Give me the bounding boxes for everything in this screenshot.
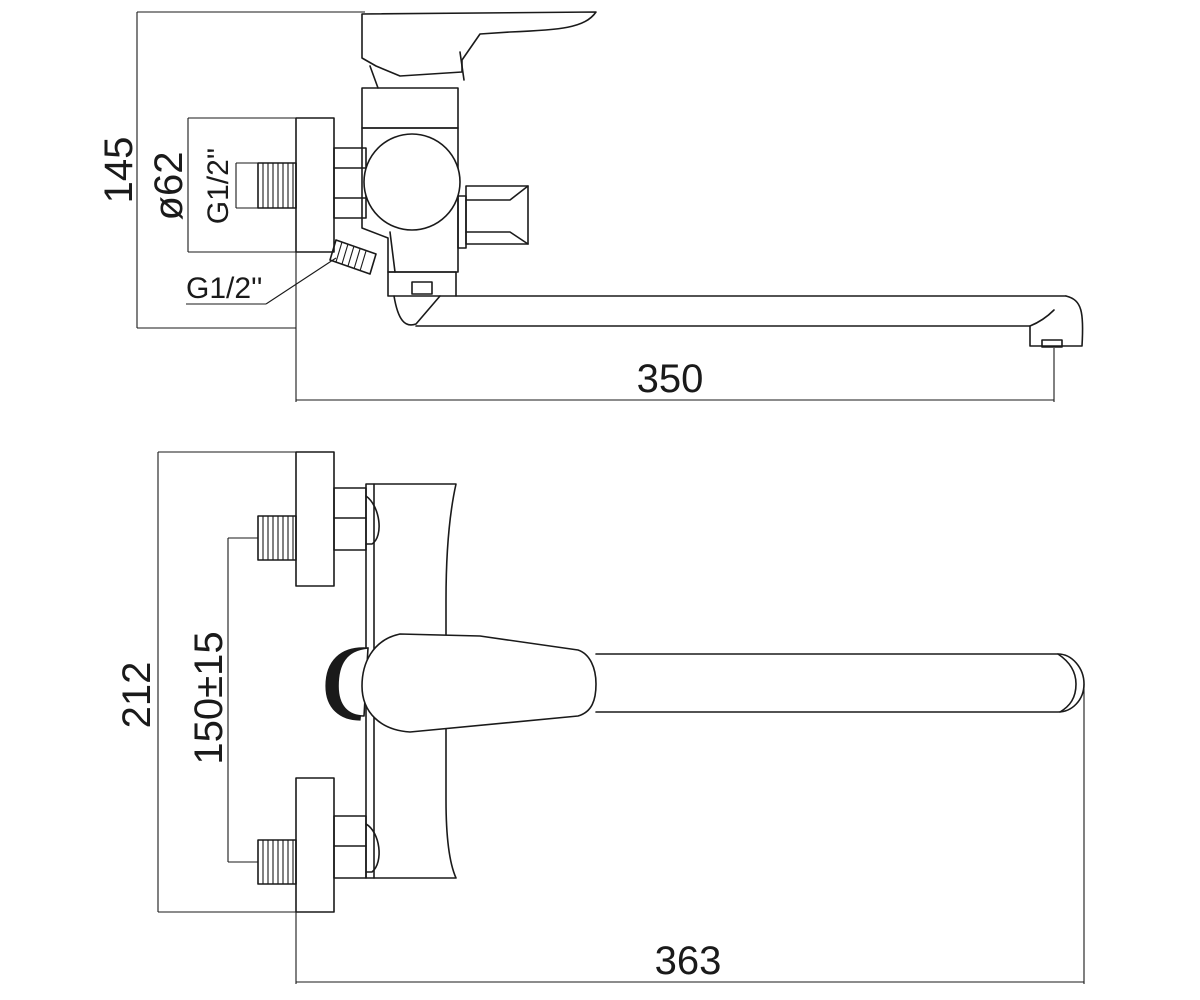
inlet-thread-label: G1/2'' xyxy=(202,148,235,225)
diverter-knob-side xyxy=(457,185,529,249)
outlet-thread-side: G1/2'' xyxy=(186,239,377,305)
dim-363-label: 363 xyxy=(655,939,722,983)
lever-handle-side xyxy=(361,11,597,89)
side-view: 145 ø62 G1/2'' xyxy=(97,11,1084,402)
dim-212-label: 212 xyxy=(115,662,159,729)
dim-inlet-thread: G1/2'' xyxy=(202,148,260,225)
dim-363-length: 363 xyxy=(295,684,1085,984)
upper-connector-top xyxy=(257,451,380,587)
dim-350-reach: 350 xyxy=(295,252,1055,402)
spout-base-side xyxy=(387,271,457,326)
dim-62-label: ø62 xyxy=(147,152,191,221)
diverter-knob-top xyxy=(325,647,370,721)
lower-connector-top xyxy=(257,777,380,913)
spout-top xyxy=(595,653,1085,713)
outlet-thread-label: G1/2'' xyxy=(186,272,263,305)
spout-side xyxy=(415,295,1084,348)
mixer-body-side xyxy=(361,87,461,273)
top-view: 212 150±15 xyxy=(115,451,1085,984)
dim-145-label: 145 xyxy=(97,137,141,204)
dim-212-width: 212 xyxy=(115,451,296,913)
dim-145-height: 145 xyxy=(97,11,365,329)
dim-diameter-62: ø62 xyxy=(147,117,296,253)
inlet-connector-side xyxy=(257,162,297,209)
dim-150-label: 150±15 xyxy=(187,631,231,764)
dim-350-label: 350 xyxy=(637,357,704,401)
lever-handle-top xyxy=(361,633,597,733)
dim-150-center: 150±15 xyxy=(187,537,258,863)
wall-flange-side xyxy=(295,117,335,253)
